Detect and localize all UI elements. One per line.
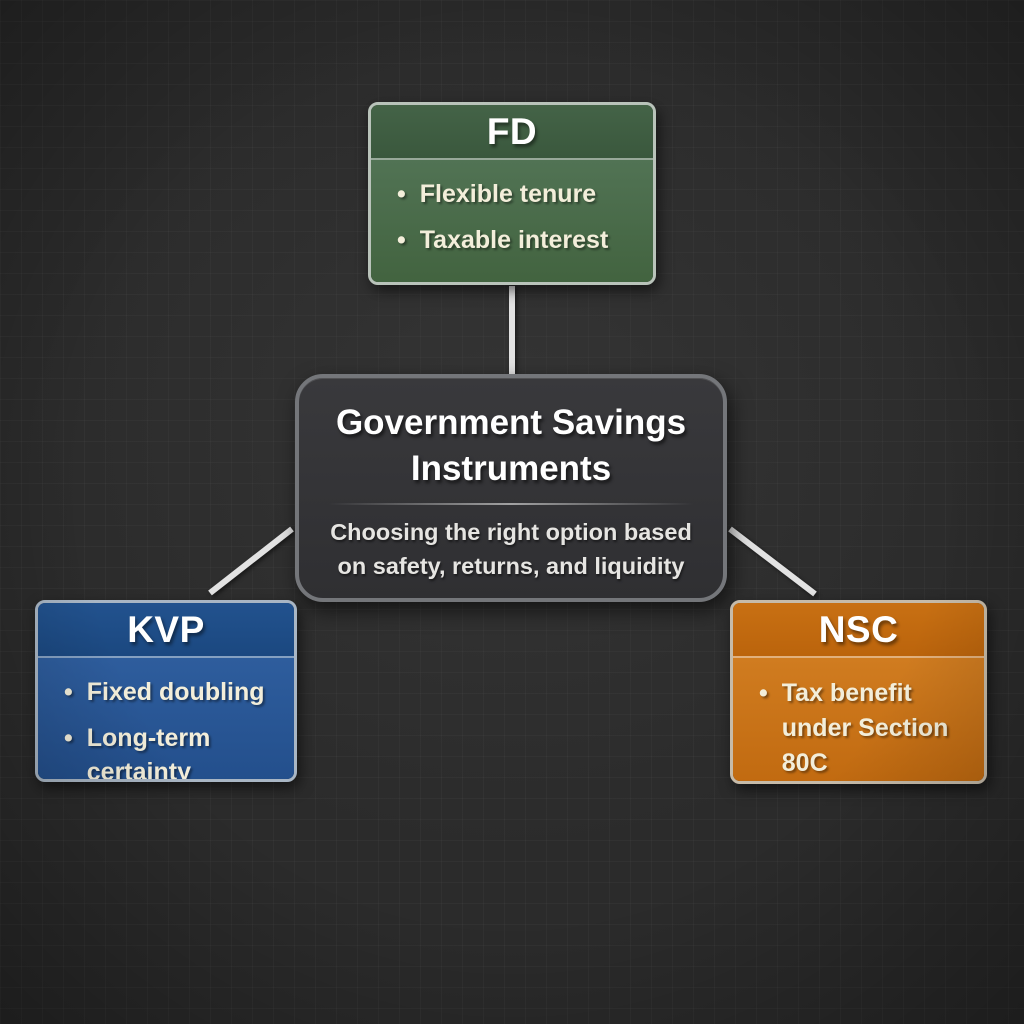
node-kvp-body: • Fixed doubling • Long-term certainty bbox=[38, 658, 294, 782]
bullet-text: Fixed doubling bbox=[86, 678, 265, 706]
bullet-item: • Flexible tenure bbox=[397, 178, 637, 212]
node-kvp-header: KVP bbox=[38, 603, 294, 658]
bullet-dot-icon: • bbox=[397, 225, 406, 254]
node-fd: FD • Flexible tenure • Taxable interest bbox=[368, 102, 656, 285]
node-nsc-header: NSC bbox=[733, 603, 984, 658]
bullet-dot-icon: • bbox=[64, 678, 73, 706]
node-fd-header: FD bbox=[371, 105, 653, 160]
bullet-dot-icon: • bbox=[64, 723, 73, 752]
node-nsc: NSC • Tax benefit under Section 80C bbox=[730, 600, 987, 784]
bullet-dot-icon: • bbox=[759, 679, 768, 707]
node-nsc-body: • Tax benefit under Section 80C bbox=[733, 658, 984, 781]
connector-center-kvp bbox=[208, 526, 294, 596]
center-title: Government Savings Instruments bbox=[335, 403, 687, 488]
node-fd-bullet-list: • Flexible tenure • Taxable interest bbox=[371, 160, 653, 258]
bullet-text: Tax benefit under Section 80C bbox=[781, 679, 949, 777]
center-subtitle: Choosing the right option based on safet… bbox=[330, 519, 692, 580]
node-fd-title: FD bbox=[486, 110, 538, 152]
bullet-item: • Taxable interest bbox=[397, 224, 637, 258]
bullet-text: Flexible tenure bbox=[419, 180, 597, 208]
bullet-text: Taxable interest bbox=[419, 225, 609, 254]
bullet-item: • Long-term certainty bbox=[64, 722, 278, 782]
node-fd-body: • Flexible tenure • Taxable interest bbox=[371, 160, 653, 282]
node-nsc-title: NSC bbox=[818, 608, 899, 650]
bullet-dot-icon: • bbox=[397, 180, 406, 208]
bullet-item: • Tax benefit under Section 80C bbox=[759, 676, 968, 781]
node-kvp-bullet-list: • Fixed doubling • Long-term certainty bbox=[38, 658, 294, 782]
node-kvp: KVP • Fixed doubling • Long-term certain… bbox=[35, 600, 297, 782]
bullet-item: • Fixed doubling bbox=[64, 676, 278, 710]
node-kvp-title: KVP bbox=[127, 608, 205, 650]
center-divider bbox=[328, 503, 694, 505]
connector-center-nsc bbox=[728, 526, 817, 597]
bullet-text: Long-term certainty bbox=[86, 723, 211, 782]
node-nsc-bullet-list: • Tax benefit under Section 80C bbox=[733, 658, 984, 781]
node-center: Government Savings Instruments Choosing … bbox=[295, 374, 727, 602]
